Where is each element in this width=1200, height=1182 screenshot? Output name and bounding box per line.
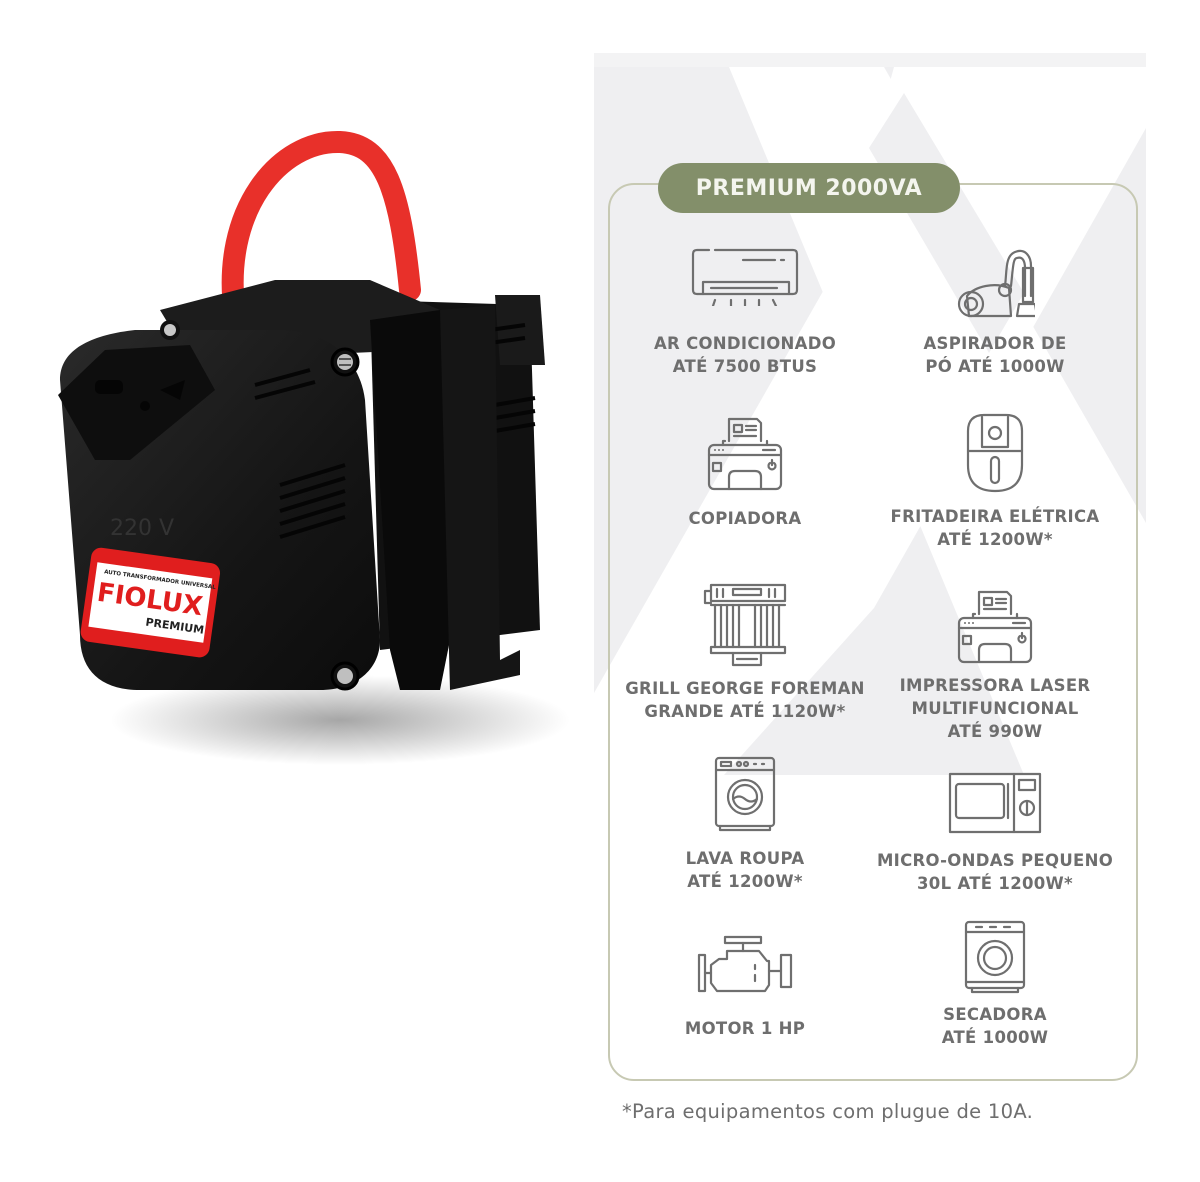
dryer-icon — [964, 920, 1026, 994]
appliance-item: IMPRESSORA LASER MULTIFUNCIONAL ATÉ 990W — [865, 588, 1125, 743]
microwave-icon — [948, 772, 1042, 834]
appliance-label: MICRO-ONDAS PEQUENO 30L ATÉ 1200W* — [876, 851, 1114, 893]
appliance-item: FRITADEIRA ELÉTRICA ATÉ 1200W* — [865, 413, 1125, 551]
appliance-label: FRITADEIRA ELÉTRICA ATÉ 1200W* — [890, 507, 1100, 549]
appliance-item: GRILL GEORGE FOREMAN GRANDE ATÉ 1120W* — [615, 583, 875, 723]
vacuum-cleaner-icon — [957, 249, 1035, 318]
appliance-item: SECADORA ATÉ 1000W — [865, 920, 1125, 1049]
appliance-item: ASPIRADOR DE PÓ ATÉ 1000W — [865, 246, 1125, 378]
appliance-item: COPIADORA — [615, 415, 875, 530]
air-fryer-icon — [966, 413, 1024, 493]
grill-icon — [703, 583, 787, 667]
footnote: *Para equipamentos com plugue de 10A. — [622, 1100, 1034, 1123]
appliance-item: LAVA ROUPA ATÉ 1200W* — [615, 756, 875, 893]
appliance-label: GRILL GEORGE FOREMAN GRANDE ATÉ 1120W* — [625, 679, 865, 721]
appliance-label: COPIADORA — [688, 509, 802, 528]
appliance-item: MICRO-ONDAS PEQUENO 30L ATÉ 1200W* — [865, 772, 1125, 895]
product-image-autotransformer: 220 V AUTO — [40, 130, 580, 790]
appliance-label: MOTOR 1 HP — [684, 1019, 806, 1038]
card-title-badge: PREMIUM 2000VA — [658, 163, 960, 213]
appliance-label: ASPIRADOR DE PÓ ATÉ 1000W — [923, 334, 1067, 376]
appliance-label: AR CONDICIONADO ATÉ 7500 BTUS — [653, 334, 837, 376]
appliance-label: LAVA ROUPA ATÉ 1200W* — [685, 849, 805, 891]
appliance-item: MOTOR 1 HP — [615, 935, 875, 1040]
laser-printer-icon — [957, 590, 1033, 664]
washing-machine-icon — [714, 756, 776, 832]
copier-icon — [707, 417, 783, 491]
motor-icon — [697, 935, 793, 993]
appliance-item: AR CONDICIONADO ATÉ 7500 BTUS — [615, 246, 875, 378]
appliance-label: IMPRESSORA LASER MULTIFUNCIONAL ATÉ 990W — [899, 676, 1091, 741]
voltage-mark: 220 V — [110, 516, 174, 541]
appliance-label: SECADORA ATÉ 1000W — [941, 1005, 1049, 1047]
air-conditioner-icon — [691, 248, 799, 306]
